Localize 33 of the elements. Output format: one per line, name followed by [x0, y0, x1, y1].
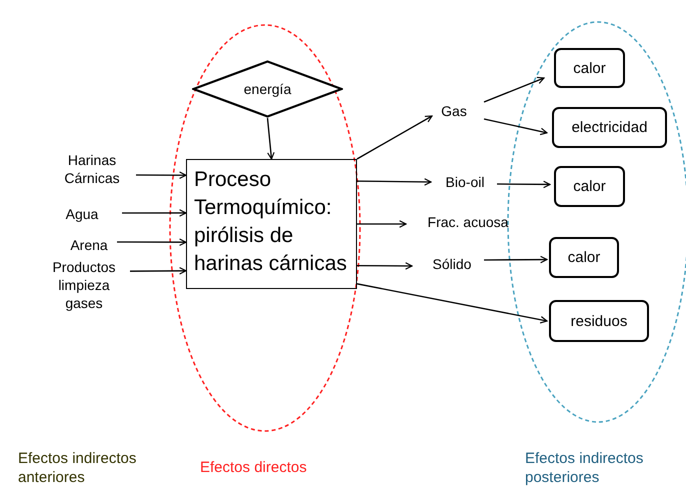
arrow: [497, 180, 551, 188]
arrow: [266, 118, 275, 160]
effect-box: residuos: [549, 300, 649, 342]
arrow: [356, 115, 433, 160]
output-text: Bio-oil: [437, 173, 493, 193]
input-text: Productos limpieza gases: [44, 258, 124, 318]
input-text: Agua: [56, 205, 108, 225]
arrow: [122, 209, 187, 217]
arrow: [357, 262, 413, 270]
output-text: Sólido: [424, 255, 480, 275]
effect-box: calor: [549, 237, 619, 278]
arrow: [356, 283, 548, 324]
region-label: Efectos indirectos anteriores: [18, 449, 138, 487]
process-box: Proceso Termoquímico: pirólisis de harinas cárnicas: [186, 159, 357, 289]
arrow: [117, 238, 187, 246]
effect-box: calor: [554, 48, 625, 88]
input-text: Harinas Cárnicas: [52, 151, 132, 191]
input-text: Arena: [64, 236, 114, 256]
arrow: [484, 256, 548, 264]
node-label: energía: [244, 81, 292, 97]
region-label: Efectos directos: [200, 458, 308, 477]
arrow: [357, 178, 432, 186]
effect-box: electricidad: [552, 107, 667, 148]
output-text: Frac. acuosa: [418, 213, 518, 233]
output-text: Gas: [436, 102, 472, 122]
region-label: Efectos indirectos posteriores: [525, 449, 644, 487]
arrow: [484, 118, 548, 136]
arrow: [357, 220, 407, 228]
effect-box: calor: [554, 166, 625, 207]
arrow: [130, 267, 187, 275]
arrow: [136, 171, 187, 179]
arrow: [484, 76, 545, 103]
energy-diamond: [192, 60, 343, 118]
